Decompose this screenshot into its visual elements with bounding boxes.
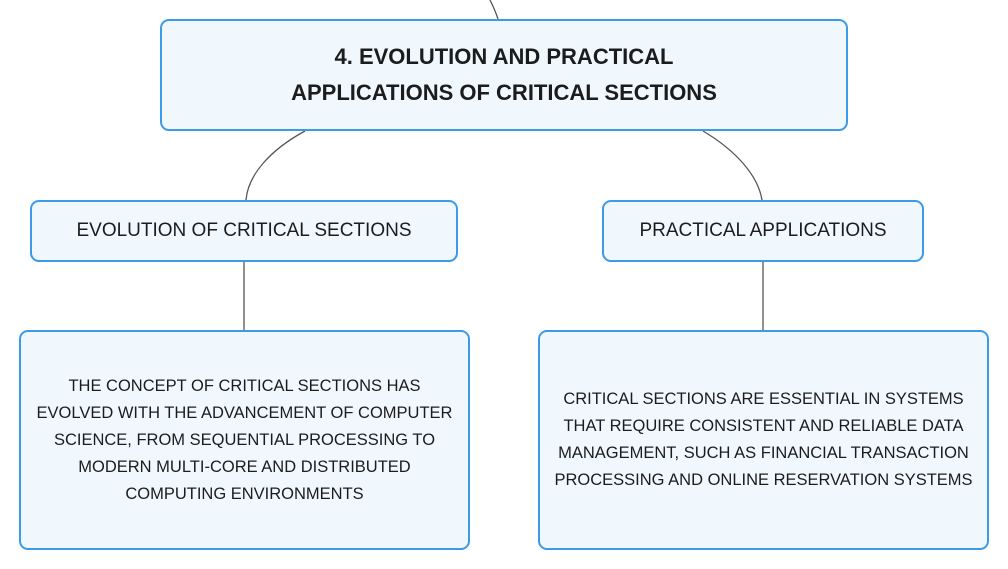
connector-incoming bbox=[489, 0, 499, 20]
branch-node-practical-applications-label: PRACTICAL APPLICATIONS bbox=[639, 220, 887, 241]
detail-node-practical-applications[interactable]: CRITICAL SECTIONS ARE ESSENTIAL IN SYSTE… bbox=[538, 330, 989, 550]
root-node-label: 4. EVOLUTION AND PRACTICAL APPLICATIONS … bbox=[291, 44, 717, 105]
detail-node-practical-applications-text: CRITICAL SECTIONS ARE ESSENTIAL IN SYSTE… bbox=[554, 390, 973, 489]
root-node[interactable]: 4. EVOLUTION AND PRACTICAL APPLICATIONS … bbox=[160, 19, 848, 131]
detail-node-evolution[interactable]: THE CONCEPT OF CRITICAL SECTIONS HAS EVO… bbox=[19, 330, 470, 550]
connector-root-to-applications bbox=[702, 130, 763, 201]
detail-node-evolution-text: THE CONCEPT OF CRITICAL SECTIONS HAS EVO… bbox=[36, 376, 453, 503]
branch-node-evolution-label: EVOLUTION OF CRITICAL SECTIONS bbox=[76, 220, 412, 241]
connector-root-to-evolution bbox=[245, 130, 306, 201]
branch-node-practical-applications[interactable]: PRACTICAL APPLICATIONS bbox=[602, 200, 924, 262]
branch-node-evolution[interactable]: EVOLUTION OF CRITICAL SECTIONS bbox=[30, 200, 458, 262]
